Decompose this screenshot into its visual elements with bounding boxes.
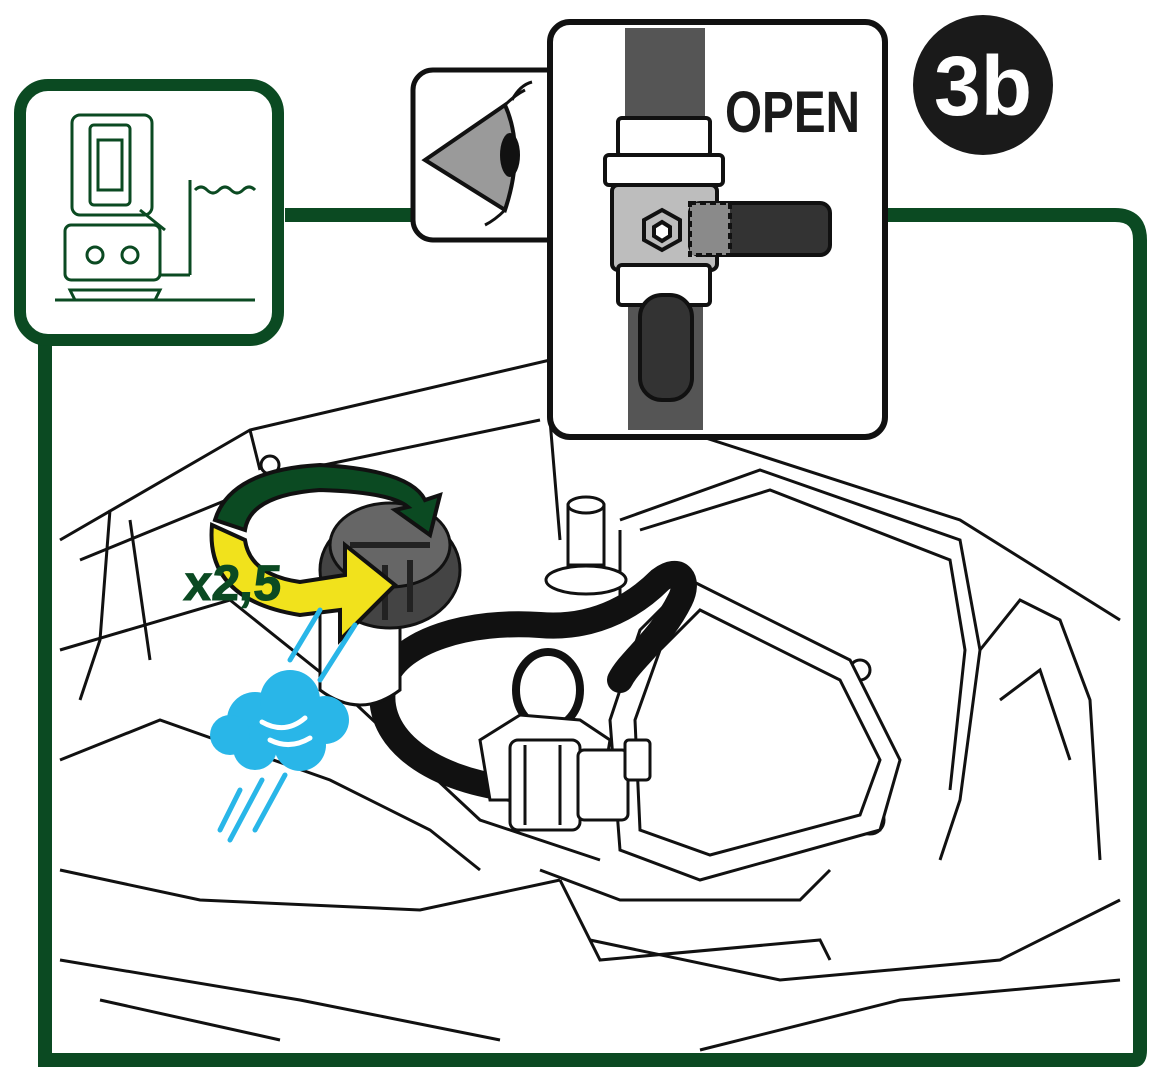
union-fitting (510, 740, 650, 830)
pump-body-drawing (60, 360, 1120, 1050)
valve-open-inset: OPEN (550, 22, 885, 437)
step-badge: 3b (913, 15, 1053, 155)
step-number-label: 3b (934, 39, 1032, 133)
rotation-turns-label: x2,5 (182, 555, 283, 611)
inset-pump-tank (20, 85, 278, 340)
valve-state-label: OPEN (725, 80, 860, 145)
